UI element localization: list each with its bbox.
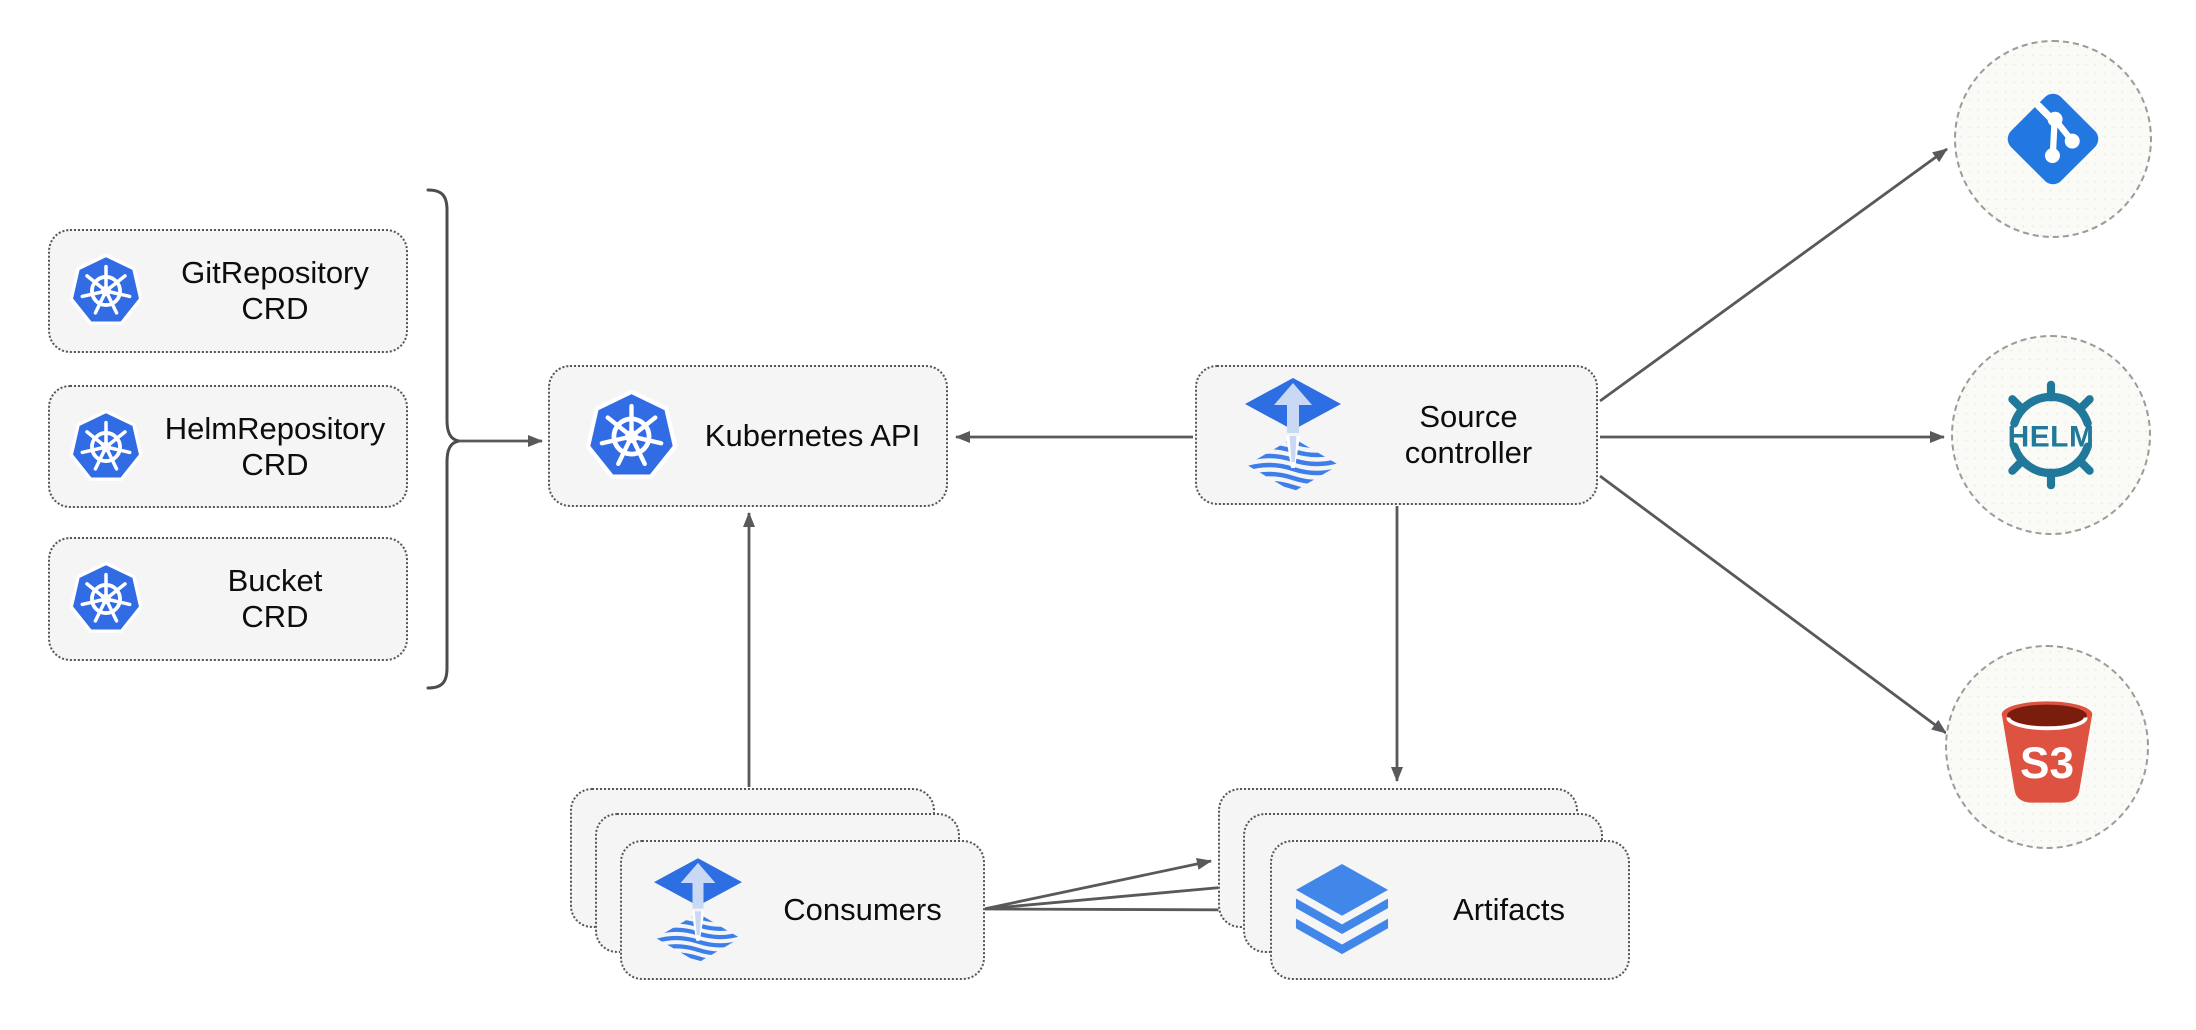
consumers-label: Consumers <box>783 892 942 928</box>
crd-label-line2: CRD <box>241 291 309 326</box>
flux-icon <box>1245 378 1341 492</box>
layers-stack-icon <box>1294 863 1390 957</box>
source-label-line2: controller <box>1404 435 1533 470</box>
node-bucket-crd: Bucket CRD <box>48 537 408 661</box>
kubernetes-icon <box>68 253 144 329</box>
edge-consumers-to-artifacts-2 <box>983 881 1238 911</box>
node-git-repository <box>1954 40 2152 238</box>
artifacts-label: Artifacts <box>1453 892 1565 928</box>
edge-consumers-to-artifacts-1 <box>983 858 1212 911</box>
node-label: Consumers <box>742 892 983 928</box>
kubernetes-api-label: Kubernetes API <box>704 418 921 454</box>
crd-group-bracket <box>426 188 460 690</box>
node-kubernetes-api: Kubernetes API <box>548 365 948 507</box>
flux-icon <box>654 858 742 963</box>
crd-label-line2: CRD <box>241 599 309 634</box>
node-label: HelmRepository CRD <box>144 411 406 483</box>
node-gitrepository-crd: GitRepository CRD <box>48 229 408 353</box>
crd-label-line1: HelmRepository <box>164 410 386 446</box>
node-label: Source controller <box>1341 399 1596 471</box>
node-label: Artifacts <box>1390 892 1628 928</box>
kubernetes-icon <box>584 389 679 484</box>
node-label: GitRepository CRD <box>144 255 406 327</box>
node-artifacts: Artifacts <box>1270 840 1630 980</box>
node-label: Kubernetes API <box>679 418 946 454</box>
helm-logo-icon <box>1993 379 2109 491</box>
crd-label-line1: Bucket <box>227 563 323 599</box>
s3-bucket-icon <box>1993 696 2101 808</box>
kubernetes-icon <box>68 561 144 637</box>
edge-source-to-s3 <box>1599 474 1947 735</box>
node-consumers: Consumers <box>620 840 985 980</box>
node-helm-repository <box>1951 335 2151 535</box>
edge-consumers-to-artifacts-3 <box>983 903 1265 916</box>
git-logo-icon <box>2001 87 2105 191</box>
edge-source-to-git <box>1599 147 1948 403</box>
crd-label-line2: CRD <box>241 446 309 482</box>
node-label: Bucket CRD <box>144 563 406 635</box>
node-s3-bucket <box>1945 645 2149 849</box>
node-source-controller: Source controller <box>1195 365 1598 505</box>
kubernetes-icon <box>68 409 144 485</box>
source-label-line1: Source <box>1419 399 1518 435</box>
crd-label-line1: GitRepository <box>181 255 369 291</box>
node-helmrepository-crd: HelmRepository CRD <box>48 385 408 508</box>
